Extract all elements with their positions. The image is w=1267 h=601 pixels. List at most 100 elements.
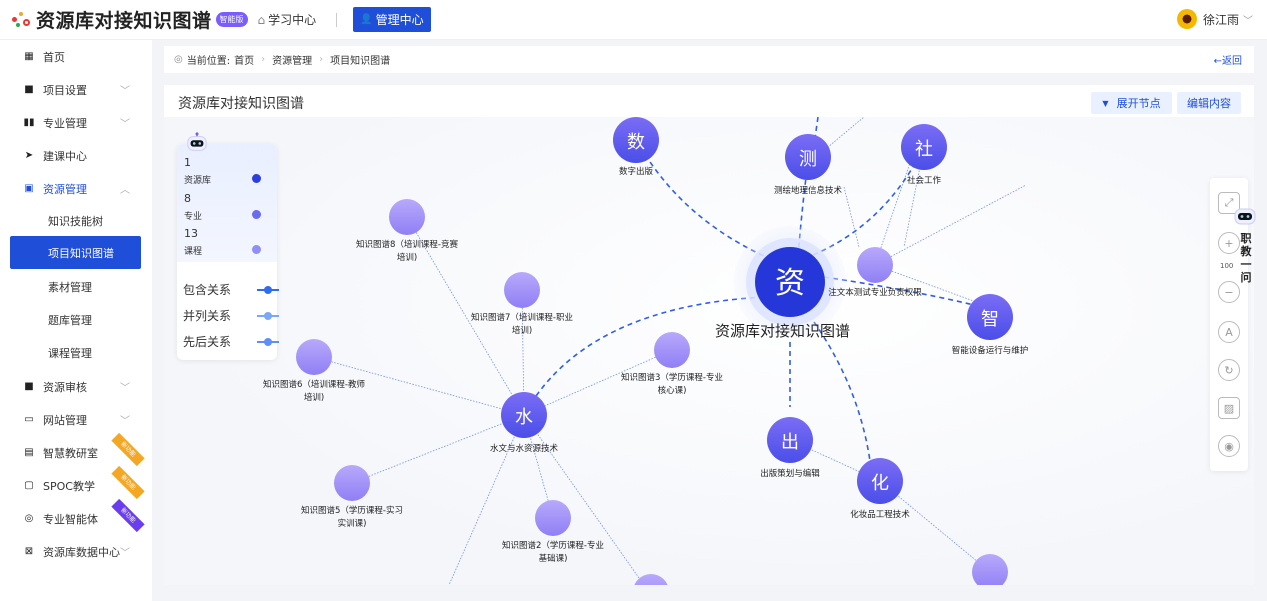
sidebar-item-label: 智慧教研室 — [43, 446, 98, 460]
course-node-label: 知识图谱5（学历课程-实习 实训课) — [292, 505, 412, 531]
home-icon: ▦ — [24, 51, 34, 62]
course-node-label-line2: 培训) — [396, 253, 418, 263]
fullscreen-icon[interactable]: ⤢ — [1218, 192, 1240, 214]
page-title: 资源库对接知识图谱 — [178, 96, 304, 112]
sidebar-sub-project-knowledge-graph[interactable]: 项目知识图谱 — [10, 236, 141, 269]
ask-text: 问 — [1240, 271, 1252, 284]
course-node[interactable] — [535, 500, 571, 536]
chevron-down-icon: ﹀ — [120, 119, 130, 130]
major-node-publishing-editing[interactable]: 出 — [767, 417, 813, 463]
user-menu[interactable]: 徐江雨 ﹀ — [1176, 9, 1253, 29]
logo-mark-icon — [10, 9, 32, 31]
ask-widget[interactable]: 职 教 一 问 — [1236, 232, 1256, 284]
major-node-surveying[interactable]: 测 — [785, 134, 831, 180]
breadcrumb-resource-management[interactable]: 资源管理 — [272, 56, 313, 67]
nav-study-center[interactable]: ⌂ 学习中心 — [258, 11, 317, 28]
graph-toolbar: ⤢ + 100 − A ↻ ▨ ◉ — [1210, 178, 1248, 471]
graph-svg[interactable]: 资 数 测 社 智 出 化 — [164, 117, 1254, 585]
breadcrumb-home[interactable]: 首页 — [234, 56, 255, 67]
course-node-label: 知识图谱8（培训课程-竞赛 培训) — [347, 239, 467, 265]
zoom-in-icon[interactable]: + — [1218, 232, 1240, 254]
major-node-cosmetics[interactable]: 化 — [857, 458, 903, 504]
sidebar-item-home[interactable]: ▦ 首页 — [0, 40, 152, 73]
locate-icon[interactable]: ◉ — [1218, 435, 1240, 457]
major-node-hydrology[interactable]: 水 — [501, 392, 547, 438]
sidebar-item-project-settings[interactable]: ■项目设置 ﹀ — [0, 73, 152, 106]
nav-admin-center[interactable]: 👤 管理中心 — [353, 7, 431, 32]
course-node[interactable] — [296, 339, 332, 375]
course-node[interactable] — [389, 199, 425, 235]
caret-down-icon: ▼ — [1102, 98, 1109, 108]
legend-count-label: 资源库 — [184, 176, 212, 186]
sidebar-item-resource-data-center[interactable]: ⊠资源库数据中心 ﹀ — [0, 535, 152, 568]
course-node-label-line2: 实训课) — [337, 519, 367, 529]
course-node[interactable] — [857, 247, 893, 283]
knowledge-graph-canvas[interactable]: 资 数 测 社 智 出 化 — [164, 117, 1254, 585]
legend-relation-parallel[interactable]: 并列关系 — [183, 307, 231, 324]
course-node-label: 知识图谱3（学历课程-专业 核心课) — [612, 372, 732, 398]
major-node-char: 社 — [915, 139, 933, 160]
sidebar-item-spoc-teaching[interactable]: ▢SPOC教学 新功能 — [0, 465, 152, 502]
course-node-label-line1: 知识图谱5（学历课程-实习 — [301, 506, 403, 516]
center-node[interactable] — [755, 247, 825, 317]
back-link[interactable]: ←返回 — [1213, 56, 1242, 67]
sidebar-item-course-building[interactable]: ➤建课中心 — [0, 139, 152, 172]
center-node-char: 资 — [775, 266, 805, 301]
legend-relation-line — [257, 286, 279, 294]
sidebar-item-label: 资源审核 — [43, 380, 87, 394]
sidebar-sub-course-management[interactable]: 课程管理 — [48, 346, 92, 360]
center-node-label: 资源库对接知识图谱 — [715, 322, 851, 340]
legend-relation-label: 包含关系 — [183, 283, 232, 297]
legend-dot-course — [252, 245, 261, 254]
sidebar-sub-material-management[interactable]: 素材管理 — [48, 280, 92, 294]
logo[interactable]: 资源库对接知识图谱 智能版 — [10, 6, 248, 33]
course-node-label-line1: 知识图谱7（培训课程-职业 — [471, 313, 573, 323]
sidebar-item-website-management[interactable]: ▭网站管理 ﹀ — [0, 403, 152, 436]
ask-text: 职 — [1240, 232, 1252, 245]
ask-text: 教 — [1240, 245, 1252, 258]
course-node-label-line2: 培训) — [303, 393, 325, 403]
legend-dot-major — [252, 210, 261, 219]
sidebar-item-label: 首页 — [43, 50, 65, 64]
sidebar-item-major-management[interactable]: ▮▮专业管理 ﹀ — [0, 106, 152, 139]
legend-relation-sequence[interactable]: 先后关系 — [183, 333, 231, 350]
legend-relation-contain[interactable]: 包含关系 — [183, 281, 231, 298]
course-node[interactable] — [654, 332, 690, 368]
sidebar-item-resource-management[interactable]: ▣资源管理 ︿ — [0, 172, 152, 205]
course-node[interactable] — [972, 554, 1008, 585]
refresh-icon[interactable]: ↻ — [1218, 359, 1240, 381]
legend-count-value: 13 — [184, 227, 198, 240]
edit-content-button[interactable]: 编辑内容 — [1177, 92, 1241, 114]
new-feature-ribbon: 新功能 — [111, 465, 145, 500]
sidebar-item-label: 网站管理 — [43, 413, 87, 427]
legend-panel: 1 资源库 8 专业 13 课程 包含关系 并列关系 先后关系 — [177, 144, 279, 360]
sidebar-item-smart-teaching-room[interactable]: ▤智慧教研室 新功能 — [0, 432, 152, 469]
major-node-smart-devices[interactable]: 智 — [967, 294, 1013, 340]
image-export-icon[interactable]: ▨ — [1218, 397, 1240, 419]
sidebar-sub-knowledge-skill-tree[interactable]: 知识技能树 — [48, 214, 103, 228]
course-node-label-line1: 知识图谱2（学历课程-专业 — [502, 541, 604, 551]
zoom-level: 100 — [1220, 262, 1234, 270]
legend-count-label: 专业 — [184, 212, 203, 222]
sidebar-item-major-agent[interactable]: ◎专业智能体 新功能 — [0, 498, 152, 535]
zoom-out-icon[interactable]: − — [1218, 281, 1240, 303]
course-node[interactable] — [334, 465, 370, 501]
major-node-digital-publishing[interactable]: 数 — [613, 117, 659, 163]
sidebar-item-label: SPOC教学 — [43, 479, 95, 493]
major-node-social-work[interactable]: 社 — [901, 124, 947, 170]
chevron-down-icon: ﹀ — [120, 416, 130, 427]
user-name: 徐江雨 — [1202, 12, 1239, 27]
auto-layout-icon[interactable]: A — [1218, 321, 1240, 343]
ask-robot-icon[interactable] — [1233, 205, 1257, 227]
sidebar-item-resource-audit[interactable]: ■资源审核 ﹀ — [0, 370, 152, 403]
course-node[interactable] — [504, 272, 540, 308]
expand-nodes-button[interactable]: ▼ 展开节点 — [1091, 92, 1172, 114]
chevron-down-icon: ﹀ — [120, 548, 130, 559]
course-node-label: 知识图谱6（培训课程-教师 培训) — [254, 379, 374, 405]
legend-count-value: 8 — [184, 192, 191, 205]
sidebar-sub-question-bank[interactable]: 题库管理 — [48, 313, 92, 327]
bot-icon: ◎ — [24, 513, 34, 524]
robot-assistant-icon[interactable] — [185, 132, 209, 154]
major-node-char: 数 — [627, 132, 645, 153]
course-node[interactable] — [633, 574, 669, 585]
